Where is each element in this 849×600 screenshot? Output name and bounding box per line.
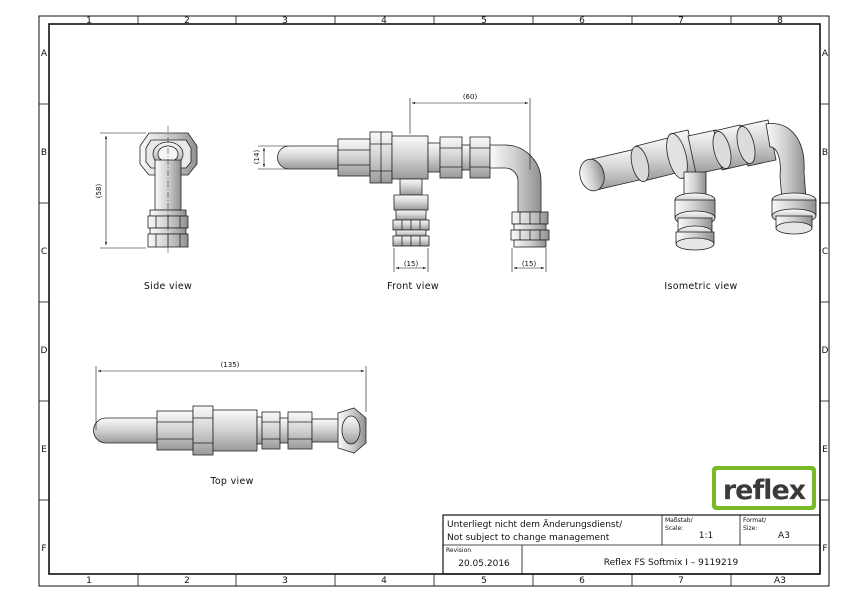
zone-col-7-bottom: 7 <box>678 576 684 586</box>
zone-col-4-bottom: 4 <box>381 576 387 586</box>
zone-col-2-bottom: 2 <box>184 576 190 586</box>
isometric-view-caption: Isometric view <box>664 281 737 292</box>
zone-row-e-left: E <box>41 445 47 455</box>
side-view-height-dimension: (58) <box>95 184 103 199</box>
zone-row-a-right: A <box>822 49 829 59</box>
zone-col-6-top: 6 <box>579 16 585 26</box>
zone-col-1-top: 1 <box>86 16 92 26</box>
zone-row-b-left: B <box>41 148 47 158</box>
zone-row-c-right: C <box>822 247 828 257</box>
zone-col-7-top: 7 <box>678 16 684 26</box>
zone-col-6-bottom: 6 <box>579 576 585 586</box>
zone-row-a-left: A <box>41 49 48 59</box>
top-view-drawing <box>93 405 367 456</box>
title-block-note-line1: Unterliegt nicht dem Änderungsdienst/ <box>447 519 623 530</box>
zone-row-labels-left: A B C D E F <box>41 49 48 554</box>
side-view-caption: Side view <box>144 281 192 292</box>
front-view-drawing <box>277 131 550 248</box>
zone-col-2-top: 2 <box>184 16 190 26</box>
side-view-drawing <box>139 126 198 253</box>
zone-row-e-right: E <box>822 445 828 455</box>
front-view-right-outlet-dimension: (15) <box>522 260 537 268</box>
zone-row-labels-right: A B C D E F <box>822 49 829 554</box>
front-view-caption: Front view <box>387 281 439 292</box>
zone-col-5-top: 5 <box>481 16 487 26</box>
title-block-note-line2: Not subject to change management <box>447 533 610 543</box>
revision-label: Revision <box>446 547 471 554</box>
front-view-left-outlet-dimension: (15) <box>404 260 419 268</box>
zone-col-8-bottom: A3 <box>774 576 786 586</box>
front-view-dimensions <box>258 98 547 272</box>
drawing-title: Reflex FS Softmix I – 9119219 <box>604 558 739 568</box>
top-view-length-dimension: (135) <box>221 361 240 369</box>
title-block <box>442 514 821 575</box>
zone-column-labels-bottom: 1 2 3 4 5 6 7 A3 <box>86 576 786 586</box>
zone-labels: 1 2 3 4 5 6 7 8 1 2 3 4 5 6 7 A3 A B C D… <box>41 16 829 586</box>
top-view-caption: Top view <box>209 476 253 487</box>
sheet-frame <box>38 15 830 587</box>
side-view-dimension <box>100 132 146 249</box>
zone-column-labels-top: 1 2 3 4 5 6 7 8 <box>86 16 783 26</box>
isometric-view-drawing <box>579 119 817 251</box>
front-view-width-dimension: (60) <box>463 93 478 101</box>
zone-col-4-top: 4 <box>381 16 387 26</box>
zone-row-f-left: F <box>41 544 46 554</box>
format-value: A3 <box>778 531 790 541</box>
zone-col-3-bottom: 3 <box>282 576 288 586</box>
top-view-dimension <box>95 366 367 430</box>
front-view-height-dimension: (14) <box>253 150 261 165</box>
zone-row-c-left: C <box>41 247 47 257</box>
revision-date: 20.05.2016 <box>458 559 510 569</box>
zone-col-1-bottom: 1 <box>86 576 92 586</box>
format-label-de: Format/ <box>743 517 767 524</box>
zone-col-8-top: 8 <box>777 16 783 26</box>
scale-label-en: Scale: <box>665 525 683 532</box>
zone-row-b-right: B <box>822 148 828 158</box>
format-label-en: Size: <box>743 525 757 532</box>
zone-row-f-right: F <box>822 544 827 554</box>
reflex-logo-text: reflex <box>723 475 806 506</box>
zone-col-3-top: 3 <box>282 16 288 26</box>
scale-value: 1:1 <box>699 531 713 541</box>
zone-row-d-right: D <box>822 346 829 356</box>
scale-label-de: Maßstab/ <box>665 517 694 524</box>
reflex-logo: reflex <box>712 466 816 510</box>
zone-row-d-left: D <box>41 346 48 356</box>
zone-col-5-bottom: 5 <box>481 576 487 586</box>
